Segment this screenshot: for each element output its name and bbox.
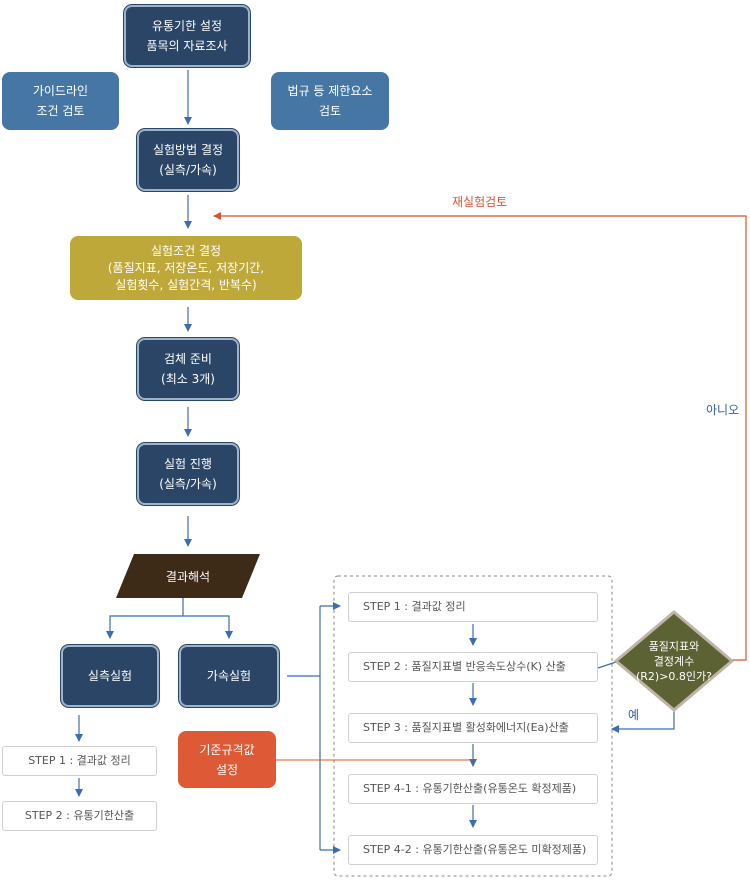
arrow-split-accel — [183, 615, 233, 639]
guideline-node: 가이드라인 조건 검토 — [2, 72, 119, 130]
real-test-node: 실측실험 — [61, 645, 159, 707]
no-label: 아니오 — [706, 403, 740, 417]
left-step1-box: STEP 1 : 결과값 정리 — [2, 746, 157, 776]
decision-label: 품질지표와 결정계수 (R2)>0.8인가? — [635, 639, 712, 683]
method-node: 실험방법 결정 (실측/가속) — [137, 129, 239, 191]
research-node: 유통기한 설정 품목의 자료조사 — [124, 5, 250, 67]
sample-node: 검체 준비 (최소 3개) — [137, 338, 239, 400]
left-step2-box: STEP 2 : 유통기한산출 — [2, 801, 157, 831]
analysis-label: 결과해석 — [165, 569, 211, 584]
yes-label: 예 — [628, 708, 640, 722]
step4-2-box: STEP 4-2 : 유통기한산출(유통온도 미확정제품) — [348, 835, 598, 865]
arrow-yes — [611, 710, 675, 733]
analysis-shape — [116, 554, 260, 598]
step3-box: STEP 3 : 품질지표별 활성화에너지(Ea)산출 — [348, 713, 598, 743]
spec-value-node: 기준규격값 설정 — [178, 731, 276, 788]
step2-box: STEP 2 : 품질지표별 반응속도상수(K) 산출 — [348, 652, 598, 682]
regulation-node: 법규 등 제한요소 검토 — [271, 72, 389, 130]
step4-1-box: STEP 4-1 : 유통기한산출(유통온도 확정제품) — [348, 774, 598, 804]
run-node: 실험 진행 (실측/가속) — [137, 443, 239, 505]
arrow-split-real — [106, 598, 184, 639]
step1-box: STEP 1 : 결과값 정리 — [348, 592, 598, 622]
decision-diamond — [613, 610, 735, 712]
connector-step2-decision — [597, 661, 617, 669]
accel-test-node: 가속실험 — [179, 645, 279, 707]
conditions-node: 실험조건 결정 (품질지표, 저장온도, 저장기간, 실험횟수, 실험간격, 반… — [70, 236, 302, 300]
retest-label: 재실험검토 — [452, 195, 508, 209]
